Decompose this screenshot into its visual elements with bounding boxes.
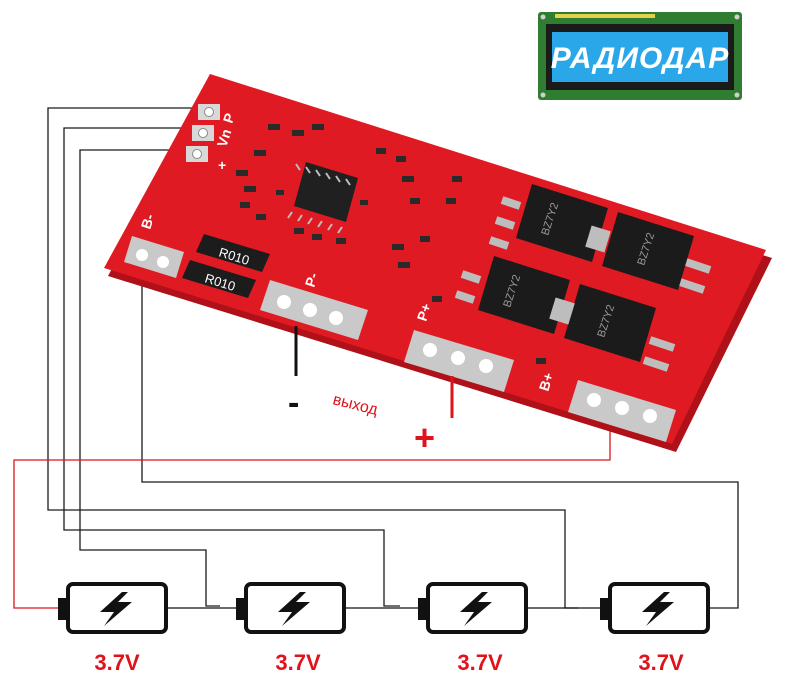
mosfet-3 xyxy=(478,256,570,334)
pad-b-plus: B+ xyxy=(536,371,676,442)
lcd-pin-row xyxy=(555,14,655,18)
mosfet-1 xyxy=(516,184,608,262)
lightning-icon xyxy=(278,592,310,626)
smd-components xyxy=(236,124,546,364)
cell-4-voltage: 3.7V xyxy=(638,650,684,675)
lightning-icon xyxy=(460,592,492,626)
pad-p-plus-label: P+ xyxy=(414,301,435,323)
pcb xyxy=(104,74,766,444)
mosfet-4 xyxy=(564,284,656,362)
lightning-icon xyxy=(642,592,674,626)
pad-b-minus-label: B- xyxy=(138,212,158,231)
pad-p-plus: P+ xyxy=(404,301,514,392)
cell-2-voltage: 3.7V xyxy=(275,650,321,675)
left-pin-header: P Vn + xyxy=(186,104,238,173)
battery-cell-3: 3.7V xyxy=(418,582,528,675)
pad-p-minus: P- xyxy=(260,270,368,340)
output-label: выход xyxy=(331,391,380,419)
bms-ic xyxy=(287,162,358,234)
battery-cell-2: 3.7V xyxy=(236,582,346,675)
mosfet-group: BZ7Y2 BZ7Y2 BZ7Y2 BZ7Y2 xyxy=(454,184,712,372)
pin-label-vn: Vn xyxy=(214,127,235,149)
pad-b-plus-label: B+ xyxy=(536,371,557,393)
battery-cell-4: 3.7V xyxy=(600,582,710,675)
cell-3-voltage: 3.7V xyxy=(457,650,503,675)
mosfet-2 xyxy=(602,212,694,290)
output-minus-sign: - xyxy=(288,384,299,422)
pad-b-minus: B- xyxy=(124,212,184,278)
wire-plus xyxy=(79,149,220,607)
wire-b-plus xyxy=(13,428,611,609)
wire-vn xyxy=(63,127,400,607)
battery-cell-1: 3.7V xyxy=(58,582,168,675)
pad-p-minus-label: P- xyxy=(302,270,322,289)
output-plus-sign: + xyxy=(414,417,435,458)
lcd-screen xyxy=(552,32,728,82)
pin-label-plus: + xyxy=(218,157,226,173)
bms-board: P Vn + B- R010 R010 xyxy=(104,74,772,452)
wire-b-minus xyxy=(141,272,739,609)
cell-1-voltage: 3.7V xyxy=(94,650,140,675)
lightning-icon xyxy=(100,592,132,626)
lcd-text: РАДИОДАР xyxy=(551,42,729,75)
lcd-display: РАДИОДАР xyxy=(538,12,742,100)
